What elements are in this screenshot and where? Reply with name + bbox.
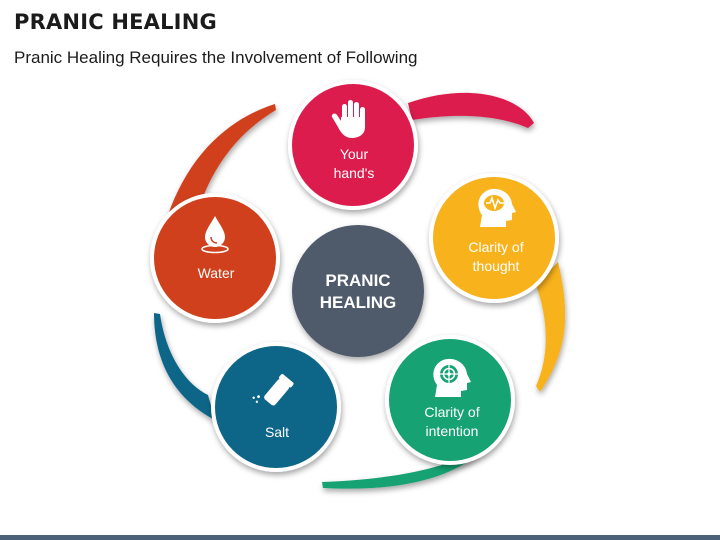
node-label-thought-line2: thought [473, 258, 520, 274]
node-circle-hands [288, 80, 418, 210]
head-target-icon [433, 358, 471, 397]
salt-shaker-icon [252, 374, 294, 406]
node-label-thought-line1: Clarity of [468, 239, 523, 255]
bottom-accent-bar [0, 535, 720, 540]
node-label-water-line1: Water [198, 265, 235, 281]
node-label-hands-line1: Your [340, 146, 369, 162]
hand-icon [331, 100, 365, 138]
page-subtitle: Pranic Healing Requires the Involvement … [14, 48, 418, 67]
water-drop-icon [201, 216, 229, 254]
node-circle-intention [385, 335, 515, 465]
node-label-intention-line1: Clarity of [424, 404, 479, 420]
node-circle-thought [429, 173, 559, 303]
node-label-hands-line2: hand's [334, 165, 375, 181]
tail-thought [536, 262, 566, 392]
center-label-line1: PRANIC [325, 271, 390, 290]
node-label-intention-line2: intention [426, 423, 479, 439]
page-title: PRANIC HEALING [14, 10, 217, 34]
node-label-salt-line1: Salt [265, 424, 289, 440]
node-circle-salt [211, 342, 341, 472]
node-circle-water [150, 193, 280, 323]
head-brain-icon [478, 188, 516, 227]
center-circle [292, 225, 424, 357]
center-label-line2: HEALING [320, 293, 397, 312]
tail-salt [154, 313, 215, 420]
tail-water [168, 104, 276, 215]
tail-hands [408, 92, 534, 128]
